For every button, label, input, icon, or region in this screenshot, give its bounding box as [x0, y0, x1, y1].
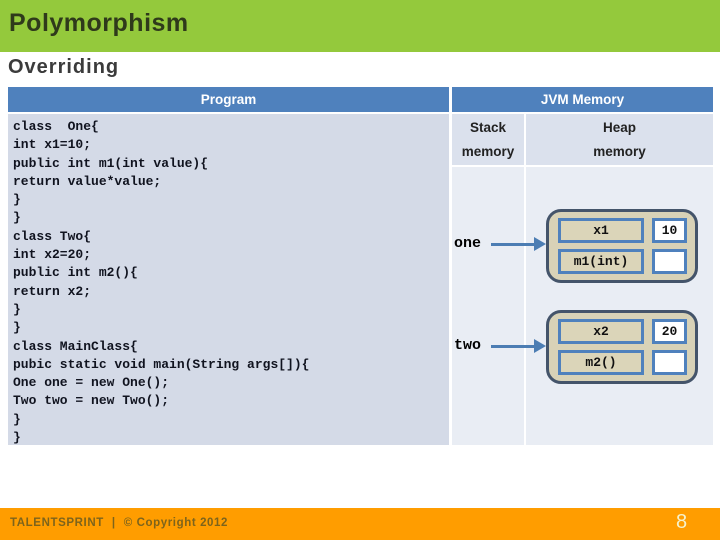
code-line: Two two = new Two(); [13, 393, 170, 409]
title-bar [0, 0, 720, 52]
code-line: public int m2(){ [13, 265, 138, 281]
page-title: Polymorphism [9, 9, 189, 37]
code-line: pubic static void main(String args[]){ [13, 356, 310, 372]
field-name-cell: x1 [558, 218, 644, 243]
code-line: } [13, 210, 21, 226]
arrow-line [491, 345, 535, 348]
stack-memory-header: Stack memory [452, 114, 524, 165]
stack-memory-column [452, 167, 524, 445]
field-value-cell: 20 [652, 319, 687, 344]
code-line: int x2=20; [13, 247, 92, 263]
code-line: } [13, 301, 21, 317]
code-line: } [13, 411, 21, 427]
code-line: public int m1(int value){ [13, 155, 209, 171]
code-line: } [13, 192, 21, 208]
method-name-cell: m1(int) [558, 249, 644, 274]
method-name-cell: m2() [558, 350, 644, 375]
code-line: class Two{ [13, 228, 92, 244]
footer-brand: TALENTSPRINT [10, 517, 104, 529]
heap-object-one: x1 10 m1(int) [546, 209, 698, 283]
section-subtitle: Overriding [8, 56, 120, 78]
reference-arrow-icon [491, 237, 546, 251]
arrow-head [534, 237, 546, 251]
footer-separator: | [111, 517, 116, 529]
arrow-line [491, 243, 535, 246]
field-value-cell: 10 [652, 218, 687, 243]
code-line: class One{ [13, 119, 99, 134]
stack-reference-two: two [454, 337, 482, 354]
footer-text: TALENTSPRINT | © Copyright 2012 [10, 517, 228, 529]
code-line: class MainClass{ [13, 338, 138, 354]
code-line: int x1=10; [13, 137, 92, 153]
stack-memory-header-line1: Stack [469, 119, 507, 135]
stack-memory-header-line2: memory [461, 143, 515, 159]
stack-reference-one: one [454, 235, 482, 252]
heap-memory-header: Heap memory [526, 114, 713, 165]
page-number: 8 [676, 511, 688, 533]
footer-copyright: © Copyright 2012 [123, 517, 229, 529]
code-line: } [13, 430, 21, 446]
reference-arrow-icon [491, 339, 546, 353]
heap-object-two: x2 20 m2() [546, 310, 698, 384]
jvm-memory-column-header: JVM Memory [452, 87, 713, 112]
code-line: return x2; [13, 283, 92, 299]
method-return-cell [652, 350, 687, 375]
footer-bar: TALENTSPRINT | © Copyright 2012 8 [0, 508, 720, 540]
heap-memory-header-line2: memory [593, 143, 646, 159]
program-column-header: Program [8, 87, 449, 112]
program-code-cell: class One{ int x1=10; public int m1(int … [8, 114, 449, 445]
heap-memory-header-line1: Heap [602, 119, 636, 135]
code-line: return value*value; [13, 173, 162, 189]
code-line: One one = new One(); [13, 375, 170, 391]
method-return-cell [652, 249, 687, 274]
arrow-head [534, 339, 546, 353]
code-line: } [13, 320, 21, 336]
field-name-cell: x2 [558, 319, 644, 344]
